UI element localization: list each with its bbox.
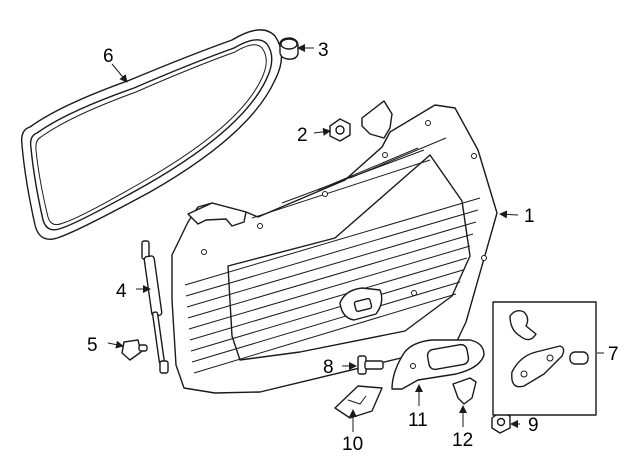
part-3-bushing [279, 37, 299, 60]
callout-6: 6 [103, 46, 114, 67]
callout-12: 12 [452, 430, 473, 451]
mounting-dots [201, 120, 487, 296]
leader-lines [107, 44, 604, 432]
callout-1: 1 [524, 206, 535, 227]
callout-4: 4 [116, 281, 127, 302]
defroster-grid [184, 137, 481, 374]
part-7-hinge-kit [492, 301, 597, 416]
part-8-screw [357, 355, 384, 375]
callout-9: 9 [528, 415, 539, 436]
callout-8: 8 [323, 357, 334, 378]
part-5-bolt [121, 339, 148, 361]
part-4-lift-support [141, 240, 169, 374]
part-10-bracket [334, 385, 383, 419]
part-11-stop-lamp [391, 339, 485, 390]
callout-7: 7 [608, 344, 619, 365]
callout-2: 2 [297, 125, 308, 146]
callout-labels: 1 2 3 4 5 6 7 8 9 10 11 12 [87, 40, 619, 455]
part-2-nut [329, 118, 351, 142]
callout-3: 3 [318, 40, 329, 61]
part-12-clip [452, 377, 477, 405]
callout-10: 10 [342, 434, 363, 455]
callout-5: 5 [87, 335, 98, 356]
callout-11: 11 [408, 410, 428, 431]
part-1-back-glass [171, 100, 498, 394]
part-6-glass-seal [20, 29, 283, 240]
